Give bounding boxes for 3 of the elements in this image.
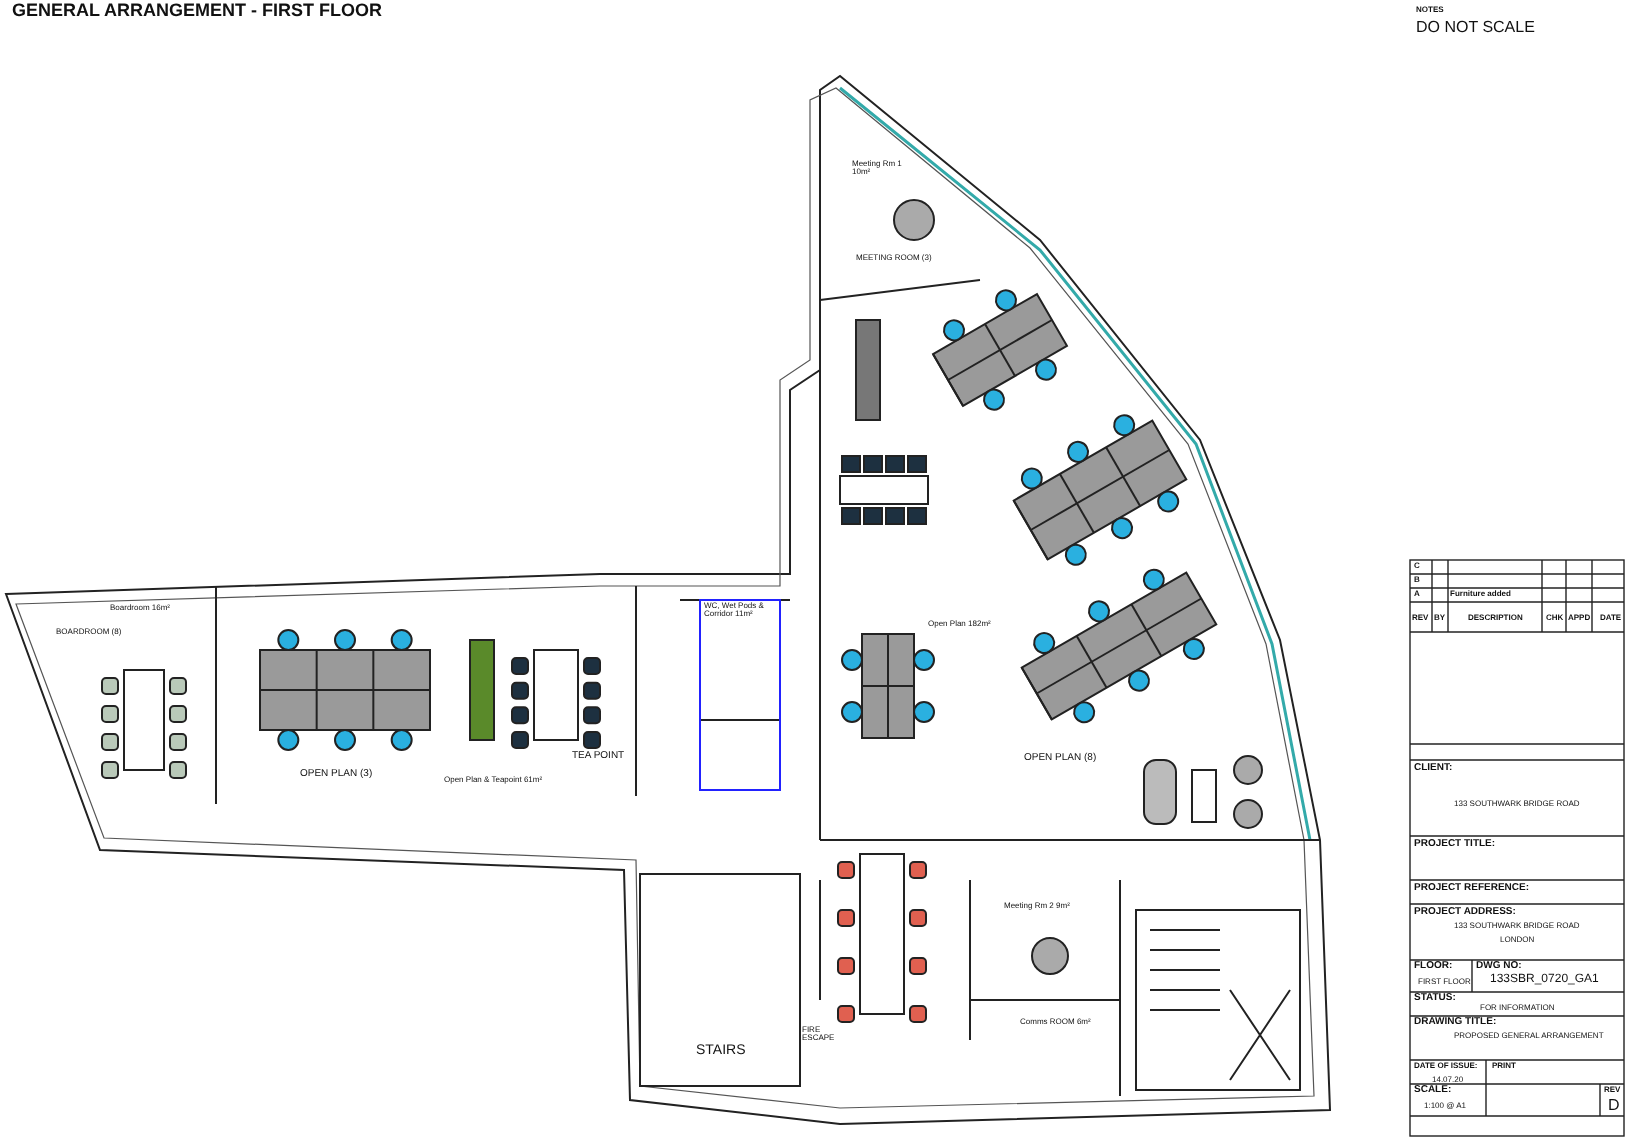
drawing-title: GENERAL ARRANGEMENT - FIRST FLOOR — [12, 2, 382, 22]
revision-letter: D — [1608, 1098, 1620, 1116]
note-text: DO NOT SCALE — [1416, 20, 1535, 38]
